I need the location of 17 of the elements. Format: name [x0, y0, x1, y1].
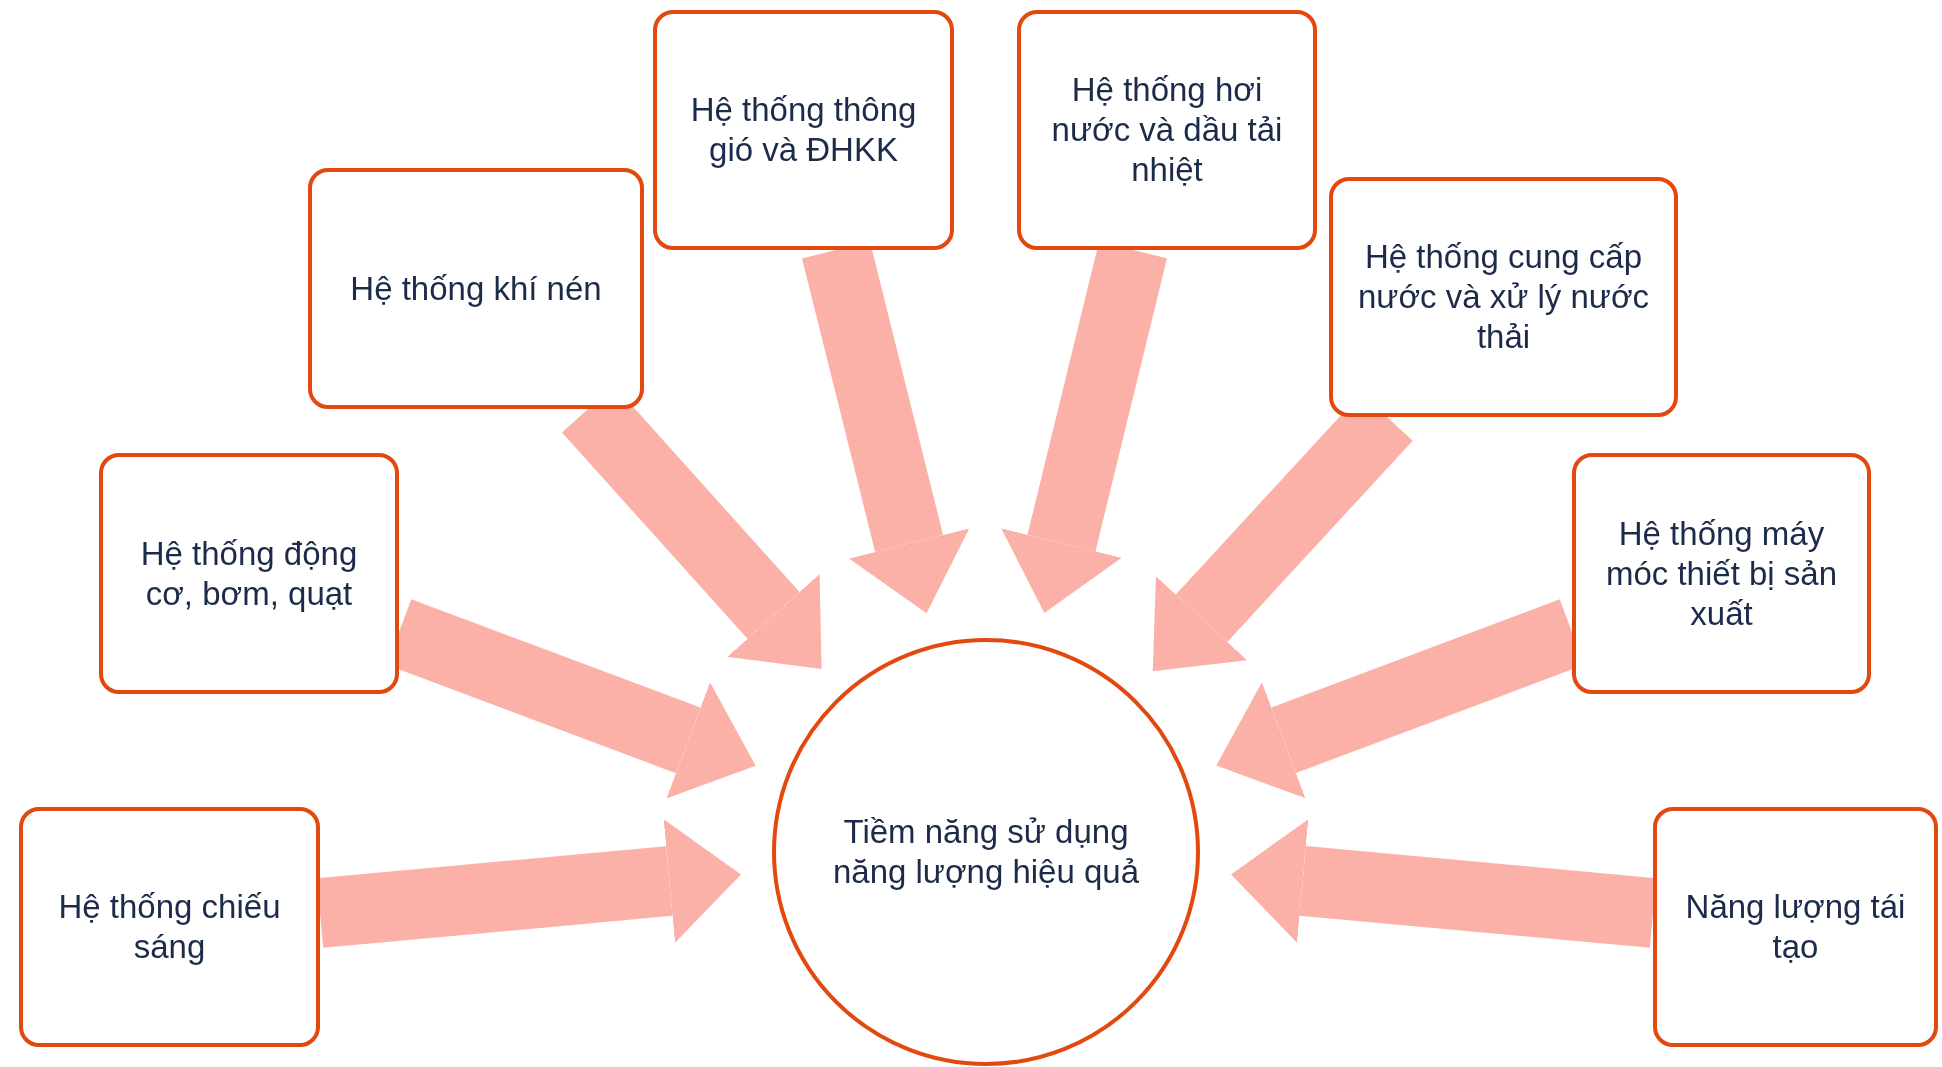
category-box [1653, 807, 1938, 1047]
category-box [653, 10, 954, 250]
category-box [19, 807, 320, 1047]
category-box [1329, 177, 1678, 417]
node-label: Hệ thống cung cấp nước và xử lý nước thải [1356, 237, 1651, 357]
category-box [99, 453, 399, 694]
node-label: Hệ thống khí nén [350, 268, 602, 309]
node-label: Hệ thống hơi nước và dầu tải nhiệt [1050, 70, 1284, 190]
node-label: Hệ thống máy móc thiết bị sản xuất [1604, 513, 1839, 634]
category-box [1017, 10, 1317, 250]
node-label: Hệ thống động cơ, bơm, quạt [139, 533, 359, 614]
category-box [308, 168, 644, 409]
node-label: Hệ thống thông gió và ĐHKK [689, 90, 918, 170]
node-label: Tiềm năng sử dụng năng lượng hiệu quả [831, 812, 1141, 892]
node-label: Hệ thống chiếu sáng [57, 887, 282, 967]
category-box [1572, 453, 1871, 694]
node-label: Năng lượng tái tạo [1684, 887, 1907, 967]
